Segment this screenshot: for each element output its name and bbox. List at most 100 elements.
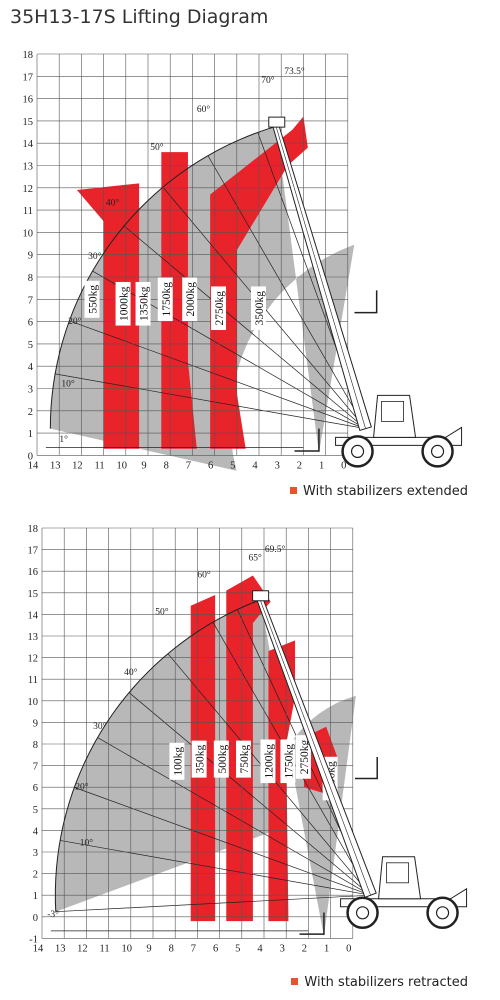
x-tick-label: 9: [146, 943, 151, 954]
x-tick-label: 6: [208, 460, 213, 471]
cab-window: [381, 400, 404, 422]
load-label: 550kg: [84, 280, 100, 318]
y-tick-label: 4: [28, 362, 34, 373]
x-tick-label: 4: [252, 460, 258, 471]
load-label-box: [295, 735, 311, 779]
x-tick-label: 1: [319, 460, 324, 471]
angle-label: 40°: [124, 667, 138, 678]
angle-label: 50°: [155, 606, 169, 617]
y-tick-label: 1: [28, 429, 33, 440]
angle-label: 10°: [80, 838, 94, 849]
y-tick-label: 17: [28, 546, 39, 557]
y-tick-label: 4: [33, 826, 39, 837]
load-label-box: [236, 740, 252, 778]
x-tick-label: 8: [164, 460, 169, 471]
x-tick-label: 11: [95, 460, 105, 471]
y-tick-label: 9: [28, 251, 33, 262]
y-tick-label: 3: [33, 848, 38, 859]
x-tick-label: 4: [257, 943, 263, 954]
load-label-text: 1350kg: [139, 286, 151, 321]
angle-label: 60°: [197, 104, 211, 115]
machine-cab: [373, 394, 417, 438]
x-tick-label: 1: [324, 943, 329, 954]
x-tick-label: 8: [169, 943, 174, 954]
angle-label: 60°: [197, 570, 211, 581]
caption-text: With stabilizers extended: [303, 484, 468, 499]
load-label-text: 550kg: [88, 285, 100, 314]
load-label-text: 750kg: [239, 744, 251, 773]
load-label: 2000kg: [182, 277, 198, 322]
x-tick-label: 14: [28, 460, 39, 471]
angle-label: 50°: [150, 142, 164, 153]
angle-line: [97, 737, 371, 896]
load-label: 1750kg: [157, 277, 173, 322]
x-tick-label: 5: [235, 943, 240, 954]
caption-extended: With stabilizers extended: [290, 484, 468, 499]
wheel-hub: [350, 444, 365, 458]
y-tick-label: 1: [33, 891, 38, 902]
y-tick-label: 18: [23, 50, 34, 61]
x-tick-label: 13: [55, 943, 66, 954]
load-label: 2750kg: [211, 286, 227, 331]
load-label: 1200kg: [260, 739, 276, 784]
load-label-box: [157, 277, 173, 322]
y-tick-label: 7: [33, 762, 38, 773]
angle-line: [55, 373, 366, 429]
wheel-hub: [430, 444, 445, 458]
load-label: 750kg: [236, 740, 252, 778]
load-label-box: [213, 740, 229, 778]
y-tick-label: 14: [28, 610, 39, 621]
load-label-text: 1000kg: [119, 286, 131, 321]
forks-low: [299, 912, 325, 935]
load-label: 1350kg: [135, 281, 151, 326]
angle-line: [55, 894, 371, 913]
load-zone-band: [76, 183, 140, 449]
x-tick-label: 3: [280, 943, 285, 954]
bullet-icon: [291, 978, 299, 985]
forks-reach: [355, 756, 378, 780]
load-label-text: 2750kg: [299, 739, 311, 774]
load-label: 500kg: [213, 740, 229, 778]
cab-window: [386, 862, 409, 884]
machine-wheel: [426, 896, 459, 930]
boom-head: [268, 116, 286, 128]
load-label-text: 2750kg: [214, 291, 226, 326]
load-label-box: [84, 280, 100, 318]
y-tick-label: 13: [23, 162, 34, 173]
angle-label: -3°: [47, 909, 59, 920]
x-tick-label: 13: [50, 460, 61, 471]
y-tick-label: 14: [23, 139, 34, 150]
x-tick-label: 0: [346, 943, 351, 954]
envelope-arc: [49, 125, 277, 429]
load-label-text: 2000kg: [185, 282, 197, 317]
machine-cab: [378, 856, 422, 900]
forks-reach: [354, 290, 378, 314]
y-tick-label: 7: [28, 295, 33, 306]
y-tick-label: 5: [28, 340, 33, 351]
x-tick-label: 6: [213, 943, 218, 954]
load-label: 3500kg: [251, 286, 266, 331]
machine-wheel: [421, 435, 454, 468]
y-tick-label: 15: [23, 117, 34, 128]
x-tick-label: 12: [72, 460, 83, 471]
x-tick-label: 7: [191, 943, 196, 954]
machine-wheel: [346, 896, 379, 930]
y-tick-label: 11: [28, 675, 38, 686]
x-tick-label: 9: [141, 460, 146, 471]
angle-label: 30°: [88, 251, 102, 262]
angle-label: 20°: [68, 316, 82, 327]
load-label: 1000kg: [115, 281, 131, 326]
angle-label: 20°: [75, 781, 89, 792]
load-label-text: 500kg: [217, 744, 229, 773]
load-label-box: [169, 742, 185, 780]
x-tick-label: 2: [302, 943, 307, 954]
load-label-text: 350kg: [195, 744, 207, 773]
load-label-box: [115, 281, 131, 326]
y-tick-label: 5: [33, 805, 38, 816]
wheel-hub: [355, 906, 370, 920]
y-tick-label: 3: [28, 385, 33, 396]
load-label-box: [135, 281, 151, 326]
load-label: 1750kg: [280, 739, 296, 784]
x-tick-label: 10: [117, 460, 128, 471]
